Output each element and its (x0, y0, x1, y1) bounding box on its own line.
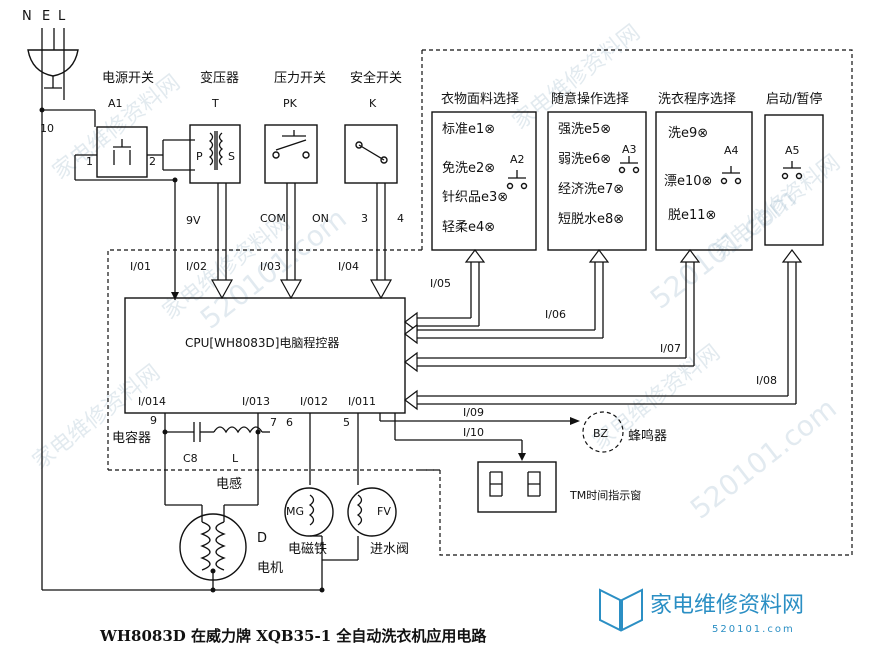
power-switch-name: 电源开关 (102, 71, 154, 86)
brand-name: 家电维修资料网 (650, 593, 804, 618)
port-io11: I/011 (348, 395, 376, 408)
capacitor: C8 (165, 422, 214, 465)
pin5-label: 5 (343, 416, 350, 429)
node10-label: 10 (40, 122, 54, 135)
transformer: 变压器 T P S (189, 70, 241, 184)
watermark-text: 家电维修资料网 (508, 20, 645, 135)
power-switch-pin1: 1 (86, 155, 93, 168)
port-io07: I/07 (660, 342, 681, 355)
inductor-name: 电感 (216, 476, 242, 492)
pin7-label: 7 (270, 416, 277, 429)
panel-fabric-title: 衣物面料选择 (441, 91, 519, 107)
mains-e-label: E (42, 9, 50, 24)
time-display: TM时间指示窗 (477, 461, 641, 513)
panel-program-item: 脱e11⊗ (668, 208, 716, 223)
panel-operation: 随意操作选择 强洗e5⊗ 弱洗e6⊗ 经济洗e7⊗ 短脱水e8⊗ A3 (547, 91, 647, 251)
pressure-switch-name: 压力开关 (274, 71, 326, 86)
pin6-label: 6 (286, 416, 293, 429)
port-io14: I/014 (138, 395, 166, 408)
panel-fabric-item: 针织品e3⊗ (442, 190, 508, 205)
panel-fabric-key: A2 (510, 153, 525, 166)
brand-domain: 520101.com (712, 624, 795, 635)
safety-switch: 安全开关 K (344, 70, 402, 184)
panel-fabric-item: 标准e1⊗ (442, 122, 495, 137)
panel-operation-title: 随意操作选择 (551, 91, 629, 107)
pressure-switch: 压力开关 PK (264, 71, 326, 184)
mains-l-label: L (58, 9, 66, 24)
transformer-name: 变压器 (200, 70, 239, 86)
buzzer: BZ 蜂鸣器 (582, 411, 667, 453)
watermark-domain: 520101.com (684, 391, 843, 525)
inlet-valve: FV 进水阀 (347, 487, 409, 557)
panel-operation-item: 弱洗e6⊗ (558, 152, 611, 167)
cpu-block (124, 297, 406, 414)
panel-start-key: A5 (785, 144, 800, 157)
port-io08: I/08 (756, 374, 777, 387)
panel-start-title: 启动/暂停 (766, 91, 822, 107)
port-io10: I/10 (463, 426, 484, 439)
valve-name: 进水阀 (370, 542, 409, 557)
transformer-primary: P (196, 150, 203, 163)
mains-n-label: N (22, 9, 32, 24)
panel-operation-item: 短脱水e8⊗ (558, 212, 624, 227)
panel-program-key: A4 (724, 144, 739, 157)
safety-switch-ref: K (369, 97, 377, 110)
panel-operation-item: 强洗e5⊗ (558, 122, 611, 137)
panel-operation-item: 经济洗e7⊗ (558, 182, 624, 197)
watermark-domain: 520101.com (644, 181, 803, 315)
power-switch-ref: A1 (108, 97, 123, 110)
panel-program-item: 洗e9⊗ (668, 126, 708, 141)
panel-fabric: 衣物面料选择 标准e1⊗ 免洗e2⊗ 针织品e3⊗ 轻柔e4⊗ A2 (431, 91, 537, 251)
valve-ref: FV (377, 505, 391, 518)
panel-start: 启动/暂停 A5 (764, 91, 824, 246)
port-io04: I/04 (338, 260, 359, 273)
motor: D 电机 (179, 505, 283, 581)
pin9-label: 9 (150, 414, 157, 427)
transformer-secondary: S (228, 150, 235, 163)
capacitor-ref: C8 (183, 452, 198, 465)
solenoid-name: 电磁铁 (288, 542, 327, 557)
motor-ref: D (257, 531, 267, 546)
motor-name: 电机 (257, 561, 283, 576)
inductor: L 电感 (213, 426, 270, 492)
panel-program-title: 洗衣程序选择 (658, 91, 736, 107)
port-io12: I/012 (300, 395, 328, 408)
port-io01: I/01 (130, 260, 151, 273)
panel-fabric-item: 轻柔e4⊗ (442, 220, 495, 235)
brand-logo: 家电维修资料网 520101.com (599, 588, 804, 635)
port-io03: I/03 (260, 260, 281, 273)
power-switch: 电源开关 A1 1 2 (86, 71, 156, 178)
on-label: ON (312, 212, 329, 225)
watermark-text: 家电维修资料网 (28, 360, 165, 475)
port-io02: I/02 (186, 260, 207, 273)
port-io09: I/09 (463, 406, 484, 419)
solenoid-ref: MG (286, 505, 304, 518)
display-name: TM时间指示窗 (569, 488, 641, 502)
capacitor-name: 电容器 (112, 430, 151, 446)
cpu-label: CPU[WH8083D]电脑程控器 (185, 335, 339, 350)
transformer-ref: T (211, 97, 219, 110)
panel-operation-key: A3 (622, 143, 637, 156)
solenoid: MG 电磁铁 (284, 487, 334, 557)
buzzer-name: 蜂鸣器 (628, 428, 667, 444)
port-io06: I/06 (545, 308, 566, 321)
power-switch-pin2: 2 (149, 155, 156, 168)
mains-plug: N E L (22, 9, 79, 115)
pressure-switch-ref: PK (283, 97, 298, 110)
k4-label: 4 (397, 212, 404, 225)
port-io13: I/013 (242, 395, 270, 408)
safety-switch-name: 安全开关 (350, 70, 402, 86)
panel-program: 洗衣程序选择 洗e9⊗ 漂e10⊗ 脱e11⊗ A4 (655, 91, 753, 251)
k3-label: 3 (361, 212, 368, 225)
v9-label: 9V (186, 214, 201, 227)
diagram-caption: WH8083D 在威力牌 XQB35-1 全自动洗衣机应用电路 (99, 627, 487, 645)
com-label: COM (260, 212, 286, 225)
buzzer-ref: BZ (593, 427, 609, 440)
inductor-ref: L (232, 452, 239, 465)
panel-program-item: 漂e10⊗ (664, 173, 712, 189)
panel-fabric-item: 免洗e2⊗ (442, 161, 495, 176)
port-io05: I/05 (430, 277, 451, 290)
